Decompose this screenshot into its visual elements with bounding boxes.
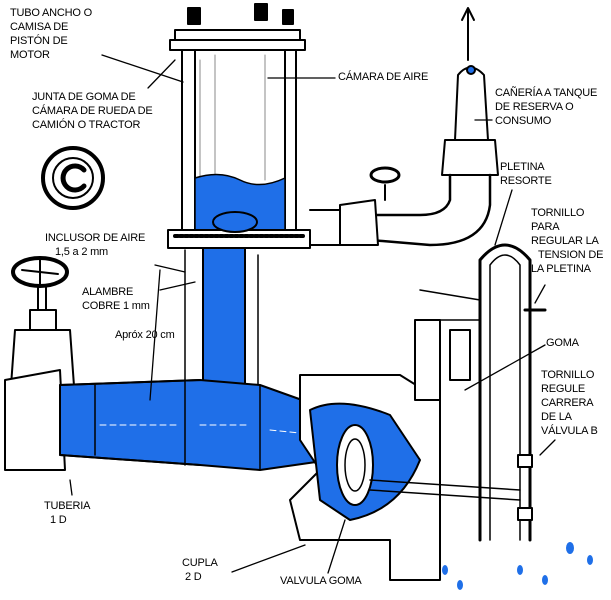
- label-line: PISTÓN DE: [10, 35, 68, 47]
- label-line: 2 D: [185, 571, 202, 583]
- label-tornillo-carrera: TORNILLO REGULE CARRERA DE LA VÁLVULA B: [541, 368, 598, 438]
- label-alambre-cobre: ALAMBRE COBRE 1 mm: [82, 285, 150, 313]
- label-valvula-goma: VALVULA GOMA: [280, 574, 362, 588]
- label-line: VALVULA GOMA: [280, 575, 362, 587]
- label-line: CUPLA: [182, 557, 218, 569]
- label-pletina-resorte: PLETINA RESORTE: [500, 160, 552, 188]
- label-line: TORNILLO: [531, 207, 585, 219]
- label-line: PARA: [531, 221, 560, 233]
- label-line: CAÑERÍA A TANQUE: [495, 87, 598, 99]
- label-line: RESORTE: [500, 175, 552, 187]
- waste-valve-housing: [289, 374, 521, 581]
- label-line: CÁMARA DE AIRE: [338, 71, 429, 83]
- label-line: JUNTA DE GOMA DE: [32, 91, 136, 103]
- label-line: TUBERIA: [44, 500, 91, 512]
- label-line: LA PLETINA: [531, 263, 591, 275]
- label-line: COBRE 1 mm: [82, 300, 150, 312]
- label-line: CAMISA DE: [10, 21, 69, 33]
- label-caneria: CAÑERÍA A TANQUE DE RESERVA O CONSUMO: [495, 86, 597, 128]
- air-chamber: [167, 3, 311, 249]
- label-line: DE LA: [541, 411, 572, 423]
- label-line: CARRERA: [541, 397, 594, 409]
- label-aprox-20cm: Apróx 20 cm: [115, 328, 175, 342]
- label-line: TUBO ANCHO O: [10, 7, 92, 19]
- drive-pipe: [59, 379, 331, 471]
- label-line: INCLUSOR DE AIRE: [45, 232, 146, 244]
- riser-pipe: [184, 247, 259, 401]
- label-line: MOTOR: [10, 49, 50, 61]
- label-line: CONSUMO: [495, 115, 552, 127]
- spring-frame: [414, 243, 547, 542]
- label-tubo-ancho: TUBO ANCHO O CAMISA DE PISTÓN DE MOTOR: [10, 6, 92, 62]
- label-junta-de-goma: JUNTA DE GOMA DE CÁMARA DE RUEDA DE CAMI…: [32, 90, 153, 132]
- delivery-pipe: [309, 7, 499, 247]
- label-line: PLETINA: [500, 161, 545, 173]
- label-line: Apróx 20 cm: [115, 329, 175, 341]
- label-line: TORNILLO: [541, 369, 595, 381]
- copyright-icon: [41, 146, 105, 210]
- label-line: CÁMARA DE RUEDA DE: [32, 105, 153, 117]
- label-line: DE RESERVA O: [495, 101, 574, 113]
- label-tuberia: TUBERIA 1 D: [44, 499, 90, 527]
- water-splash: [442, 542, 593, 590]
- label-line: 1,5 a 2 mm: [55, 246, 109, 258]
- label-line: REGULAR LA: [531, 235, 599, 247]
- label-tornillo-tension: TORNILLO PARA REGULAR LA TENSION DE LA P…: [531, 206, 603, 276]
- label-cupla: CUPLA 2 D: [182, 556, 218, 584]
- inlet-valve: [4, 256, 76, 471]
- label-line: ALAMBRE: [82, 286, 134, 298]
- label-line: 1 D: [50, 514, 67, 526]
- label-line: GOMA: [546, 337, 579, 349]
- label-line: CAMIÓN O TRACTOR: [32, 119, 141, 131]
- label-camara-de-aire: CÁMARA DE AIRE: [338, 70, 428, 84]
- leader-lines: [69, 54, 556, 574]
- label-line: VÁLVULA B: [541, 425, 598, 437]
- label-goma: GOMA: [546, 336, 579, 350]
- label-line: REGULE: [541, 383, 586, 395]
- label-line: TENSION DE: [538, 249, 604, 261]
- label-inclusor-de-aire: INCLUSOR DE AIRE 1,5 a 2 mm: [45, 231, 145, 259]
